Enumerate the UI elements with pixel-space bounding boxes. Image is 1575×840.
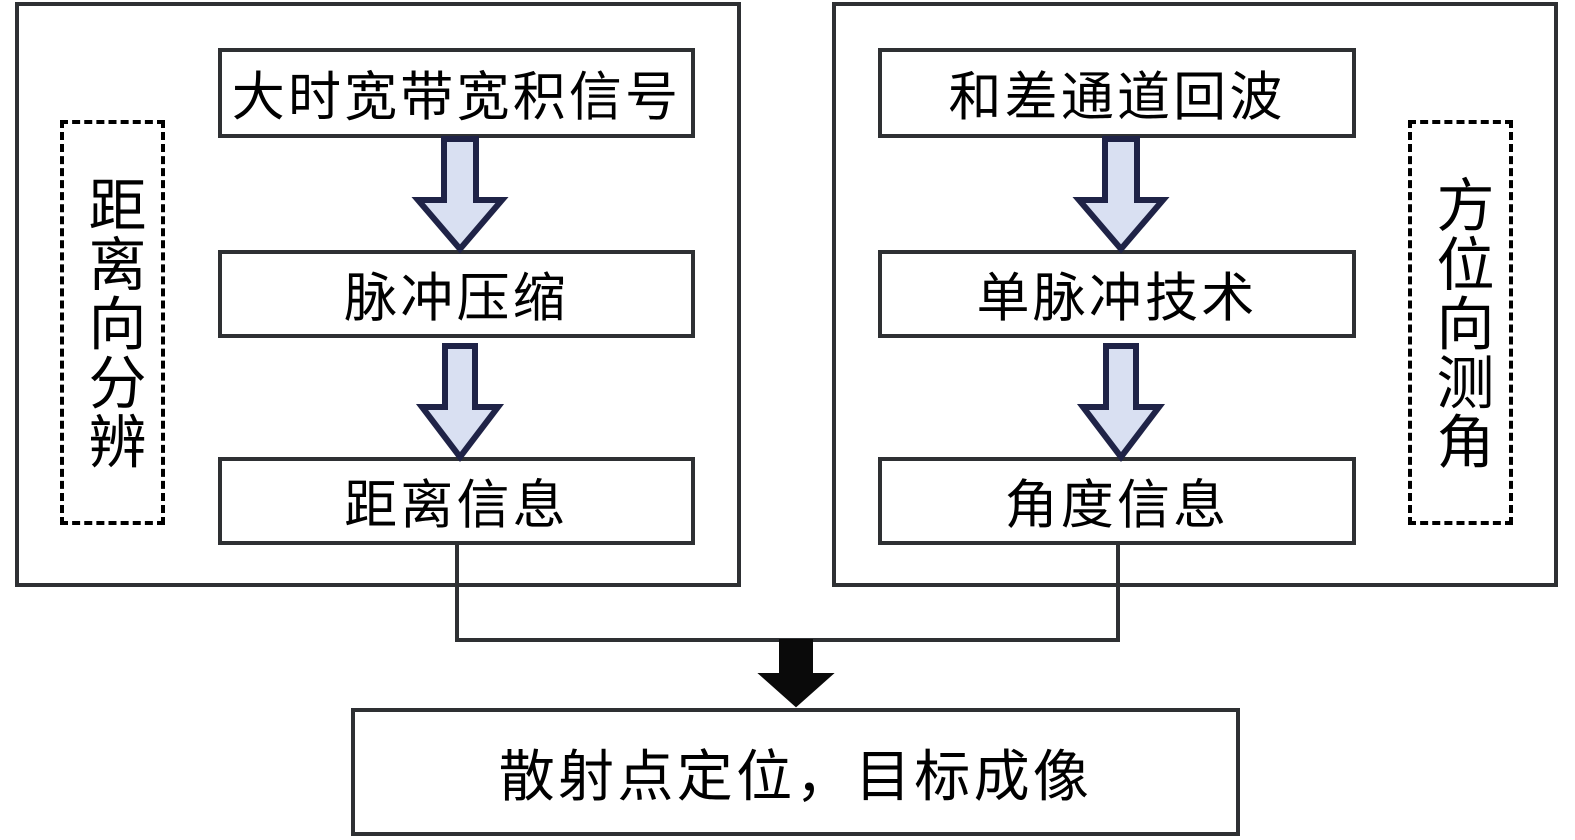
right-branch-panel <box>832 2 1558 587</box>
right-group-label-text: 方位向测角 <box>1426 174 1495 471</box>
right-step-label-3: 角度信息 <box>1004 475 1230 536</box>
output-box: 散射点定位，目标成像 <box>351 708 1240 836</box>
left-step-box-3: 距离信息 <box>218 457 695 545</box>
left-arrow-1-icon <box>411 136 509 254</box>
right-group-label-box: 方位向测角 <box>1408 120 1513 525</box>
left-merge-drop-line <box>455 543 459 642</box>
left-step-box-1: 大时宽带宽积信号 <box>218 48 695 138</box>
output-label: 散射点定位，目标成像 <box>498 744 1093 810</box>
left-branch-panel <box>15 2 741 587</box>
left-arrow-2-icon <box>415 343 505 462</box>
right-step-label-1: 和差通道回波 <box>948 67 1286 128</box>
right-arrow-2-icon <box>1076 343 1166 462</box>
right-merge-drop-line <box>1116 543 1120 642</box>
right-step-label-2: 单脉冲技术 <box>976 268 1258 329</box>
left-step-label-2: 脉冲压缩 <box>344 268 569 329</box>
left-group-label-text: 距离向分辨 <box>78 174 147 471</box>
merge-arrow-icon <box>757 639 835 708</box>
right-step-box-3: 角度信息 <box>878 457 1356 545</box>
right-step-box-2: 单脉冲技术 <box>878 250 1356 338</box>
left-group-label-box: 距离向分辨 <box>60 120 165 525</box>
left-step-label-1: 大时宽带宽积信号 <box>231 67 682 128</box>
right-arrow-1-icon <box>1072 136 1170 254</box>
right-step-box-1: 和差通道回波 <box>878 48 1356 138</box>
left-step-label-3: 距离信息 <box>344 475 569 536</box>
left-step-box-2: 脉冲压缩 <box>218 250 695 338</box>
